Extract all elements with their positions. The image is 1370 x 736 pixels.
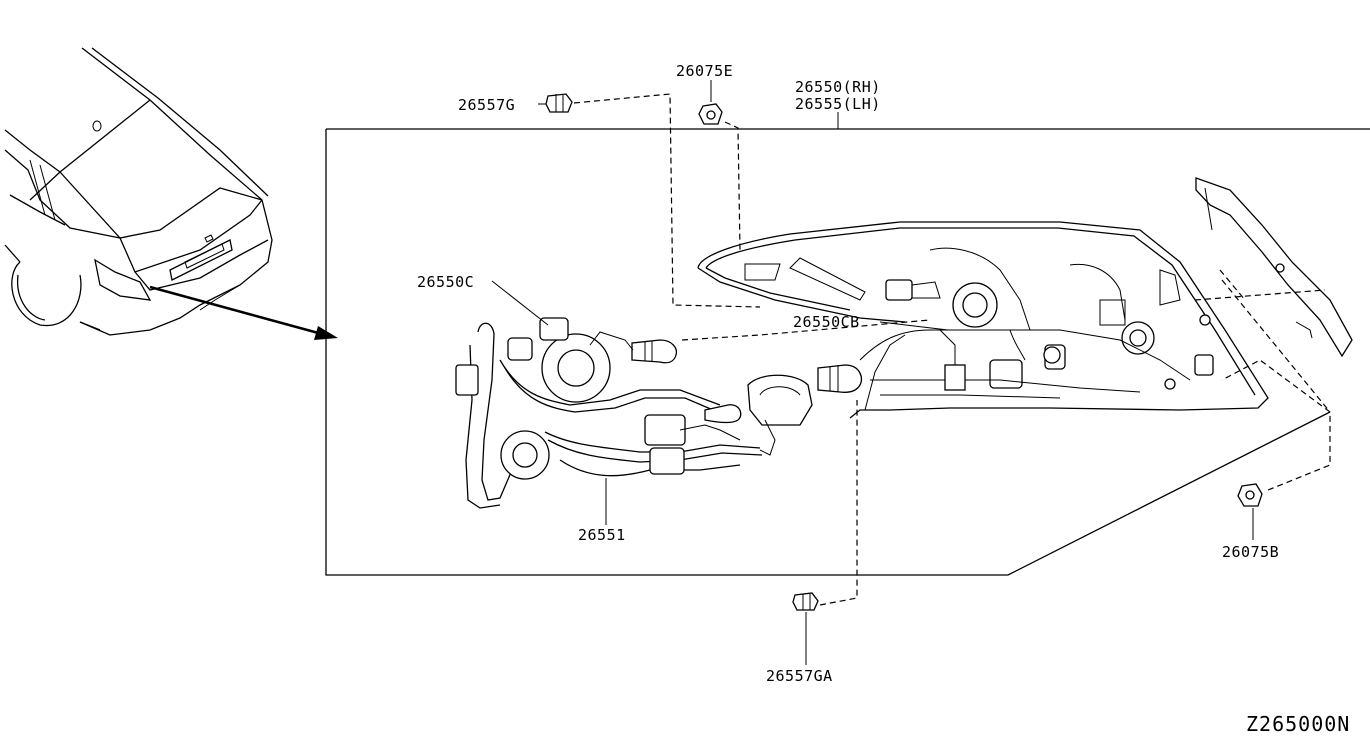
label-26075B: 26075B — [1222, 543, 1279, 561]
label-26550CB: 26550CB — [793, 313, 860, 331]
label-26557GA: 26557GA — [766, 667, 833, 685]
label-26551: 26551 — [578, 526, 626, 544]
leader-lines — [491, 80, 1254, 665]
part-labels: 26557G 26075E 26550(RH) 26555(LH) 26550C… — [417, 62, 1350, 736]
tail-lamp-assembly — [697, 221, 1269, 419]
detail-boundary — [325, 128, 1370, 576]
nut-26075E — [698, 103, 723, 125]
vehicle-rear-illustration — [4, 47, 273, 336]
diagram-code: Z265000N — [1246, 712, 1350, 736]
label-26555-lh: 26555(LH) — [795, 95, 881, 113]
fitment-lines — [573, 93, 1331, 606]
callout-arrow — [149, 285, 338, 340]
nut-26075B — [1237, 483, 1263, 507]
label-26557G: 26557G — [458, 96, 515, 114]
clip-26557GA — [792, 592, 819, 611]
lamp-gasket — [1195, 177, 1353, 358]
label-26075E: 26075E — [676, 62, 733, 80]
socket-harness — [455, 317, 863, 509]
label-26550-rh: 26550(RH) — [795, 78, 881, 96]
clip-26557G — [545, 93, 573, 113]
label-26550C: 26550C — [417, 273, 474, 291]
